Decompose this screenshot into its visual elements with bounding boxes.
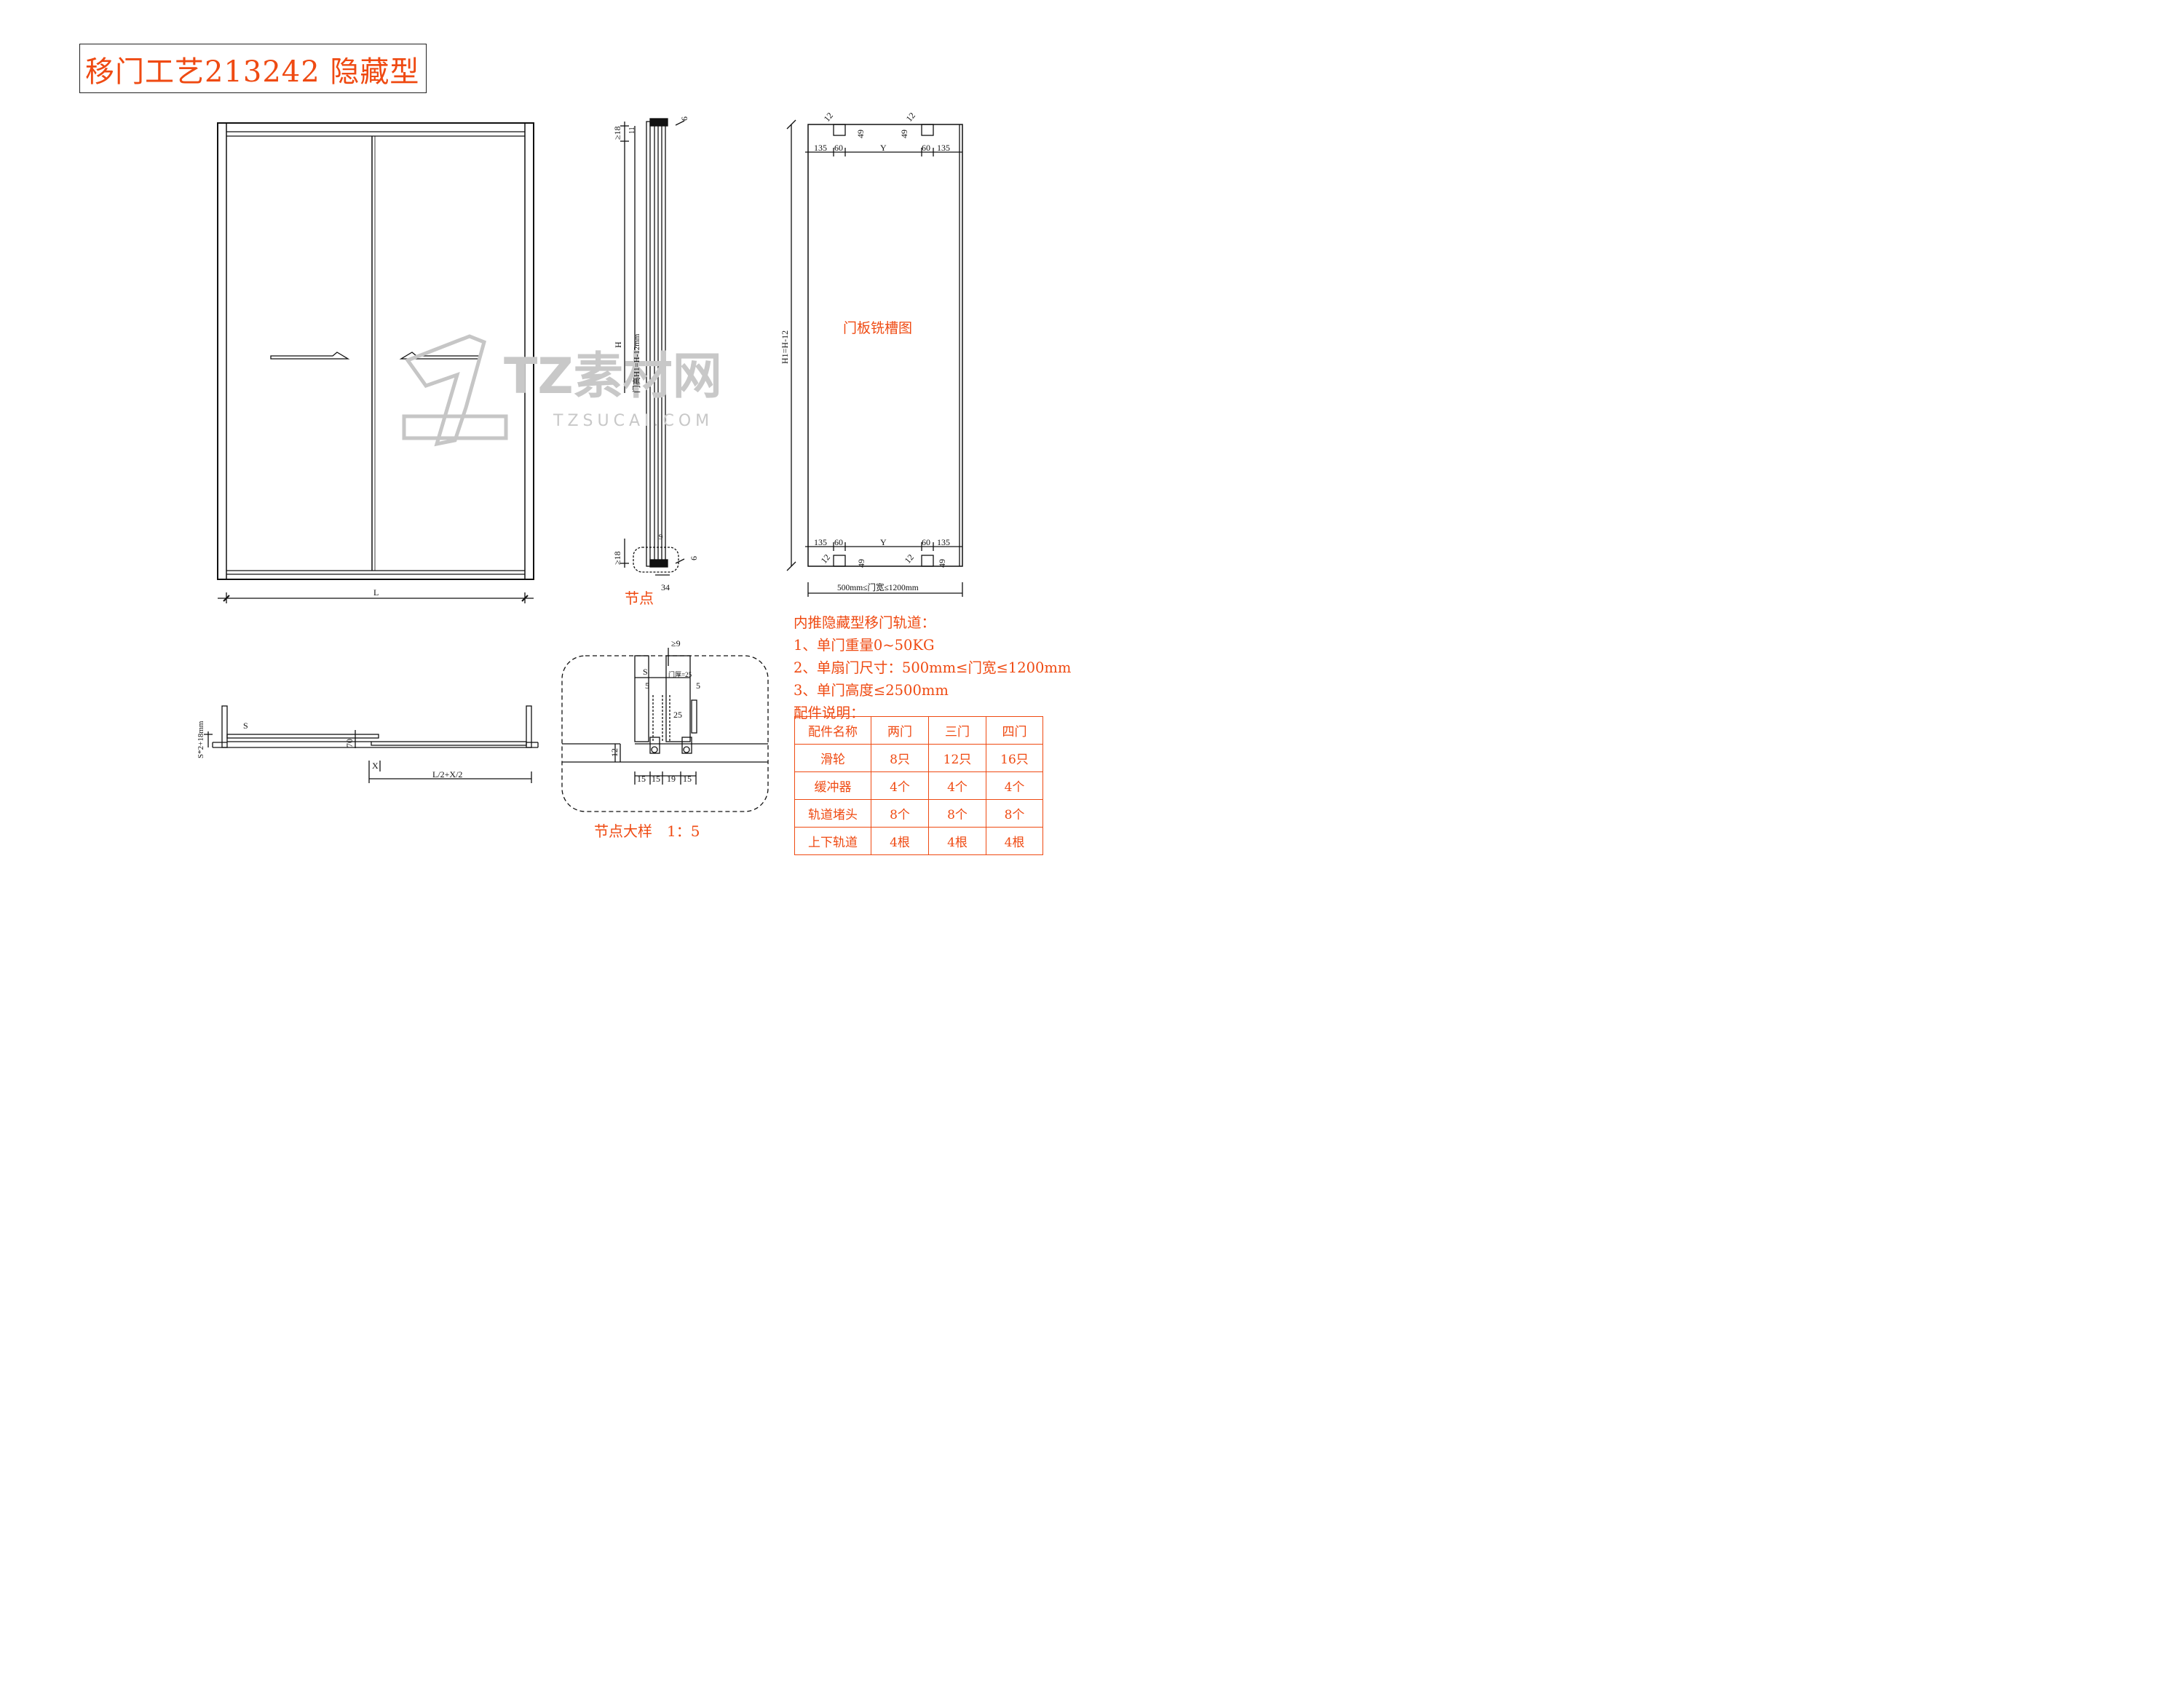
watermark-url: TZSUCAI.COM [553, 412, 713, 430]
table-header-cell: 两门 [871, 716, 929, 745]
panel-width-range: 500mm≤门宽≤1200mm [837, 582, 919, 592]
detail-dim-b2: 19 [667, 774, 676, 784]
notes-heading: 内推隐藏型移门轨道： [794, 614, 936, 631]
dim-top-right: 6 [679, 116, 689, 121]
detail-dim-b3: 15 [683, 774, 692, 784]
panel-dim-b5: 12 [819, 552, 832, 566]
panel-dim-b4: 135 [937, 537, 950, 547]
table-cell: 8个 [986, 799, 1043, 828]
parts-table: 配件名称 两门 三门 四门 滑轮 8只 12只 16只 缓冲器 4个 4个 4个… [794, 716, 1043, 855]
plan-view [204, 705, 539, 783]
panel-dim-t6: 135 [937, 143, 950, 153]
table-cell: 12只 [928, 744, 986, 772]
detail-dim-s: S [643, 667, 648, 677]
panel-dim-b2: Y [880, 537, 887, 547]
dim-height-H: H [613, 341, 623, 348]
panel-title: 门板铣槽图 [843, 320, 912, 336]
dim-bottom-9: 9 [659, 533, 663, 541]
plan-dim-half: L/2+X/2 [432, 769, 462, 779]
notes-item-1: 1、单门重量0~50KG [794, 637, 935, 654]
table-header-cell: 三门 [928, 716, 986, 745]
detail-dim-5-left: 5 [645, 681, 649, 691]
dim-door-height: 门高H1=H-12mm [631, 333, 641, 393]
panel-dim-t3: 60 [834, 143, 843, 153]
watermark-logo-icon [402, 334, 508, 447]
detail-dim-25: 25 [673, 710, 682, 720]
table-row: 缓冲器 4个 4个 4个 [794, 771, 1043, 800]
table-cell: 4个 [986, 771, 1043, 800]
table-cell: 轨道堵头 [794, 799, 871, 828]
page-title: 移门工艺213242 隐藏型 [85, 55, 420, 89]
title-box [79, 44, 427, 93]
notes-block: 内推隐藏型移门轨道： 1、单门重量0~50KG 2、单扇门尺寸：500mm≤门宽… [794, 611, 1071, 724]
detail-dim-b0: 15 [637, 774, 646, 784]
table-row: 滑轮 8只 12只 16只 [794, 744, 1043, 772]
table-cell: 8个 [928, 799, 986, 828]
cad-drawing: TZ素材网 TZSUCAI.COM L ≥18 11 6 H 门高H1=H-12… [197, 111, 963, 812]
dim-bottom-right: 6 [689, 556, 699, 560]
table-cell: 16只 [986, 744, 1043, 772]
plan-dim-s: S [243, 721, 248, 731]
table-cell: 滑轮 [794, 744, 871, 772]
detail-door-thickness: 门厚=25 [668, 670, 692, 678]
table-row: 上下轨道 4根 4根 4根 [794, 827, 1043, 855]
table-cell: 4根 [871, 827, 929, 855]
table-cell: 4个 [928, 771, 986, 800]
plan-dim-70: 70 [344, 739, 355, 747]
table-header-cell: 配件名称 [794, 716, 871, 745]
panel-dim-b6: 49 [856, 559, 866, 568]
dim-top-small: 11 [628, 127, 636, 134]
panel-dim-b1: 60 [834, 537, 843, 547]
plan-dim-depth: S*2+18mm [197, 721, 205, 758]
dim-bottom-gap: ≥18 [612, 551, 622, 565]
panel-dim-t2: 135 [814, 143, 827, 153]
plan-dim-x: X [372, 761, 379, 771]
front-elevation [217, 122, 534, 603]
panel-milling [786, 119, 963, 597]
slide-arrow-right-icon [270, 352, 350, 360]
panel-dim-t7: 12 [904, 111, 917, 124]
notes-item-3: 3、单门高度≤2500mm [794, 682, 949, 699]
detail-dim-12: 12 [609, 748, 620, 757]
watermark-text: TZ素材网 [504, 348, 722, 405]
detail-node [561, 648, 769, 812]
dim-width-L: L [373, 587, 379, 598]
detail-dim-5-right: 5 [696, 681, 700, 691]
panel-dim-b0: 135 [814, 537, 827, 547]
dim-bottom-34: 34 [661, 582, 670, 592]
notes-item-2: 2、单扇门尺寸：500mm≤门宽≤1200mm [794, 659, 1072, 676]
table-cell: 缓冲器 [794, 771, 871, 800]
detail-dim-9: ≥9 [671, 638, 681, 648]
table-cell: 4根 [986, 827, 1043, 855]
table-row: 轨道堵头 8个 8个 8个 [794, 799, 1043, 828]
table-header-row: 配件名称 两门 三门 四门 [794, 716, 1043, 745]
detail-dim-b1: 15 [652, 774, 660, 784]
panel-dim-b8: 49 [937, 559, 947, 568]
panel-dim-t4: Y [880, 143, 887, 153]
table-cell: 4个 [871, 771, 929, 800]
detail-caption: 节点大样 1：5 [594, 822, 700, 840]
panel-dim-t8: 49 [899, 130, 909, 138]
table-header-cell: 四门 [986, 716, 1043, 745]
node-caption: 节点 [625, 590, 654, 607]
side-section [620, 118, 685, 576]
panel-dim-b3: 60 [922, 537, 930, 547]
table-cell: 4根 [928, 827, 986, 855]
panel-dim-t5: 60 [922, 143, 930, 153]
dim-top-gap: ≥18 [612, 126, 622, 140]
table-cell: 8个 [871, 799, 929, 828]
panel-dim-b7: 12 [903, 552, 916, 566]
panel-height: H1=H-12 [780, 330, 790, 364]
table-cell: 上下轨道 [794, 827, 871, 855]
panel-dim-t1: 49 [855, 130, 866, 138]
table-cell: 8只 [871, 744, 929, 772]
panel-dim-t0: 12 [822, 111, 835, 124]
